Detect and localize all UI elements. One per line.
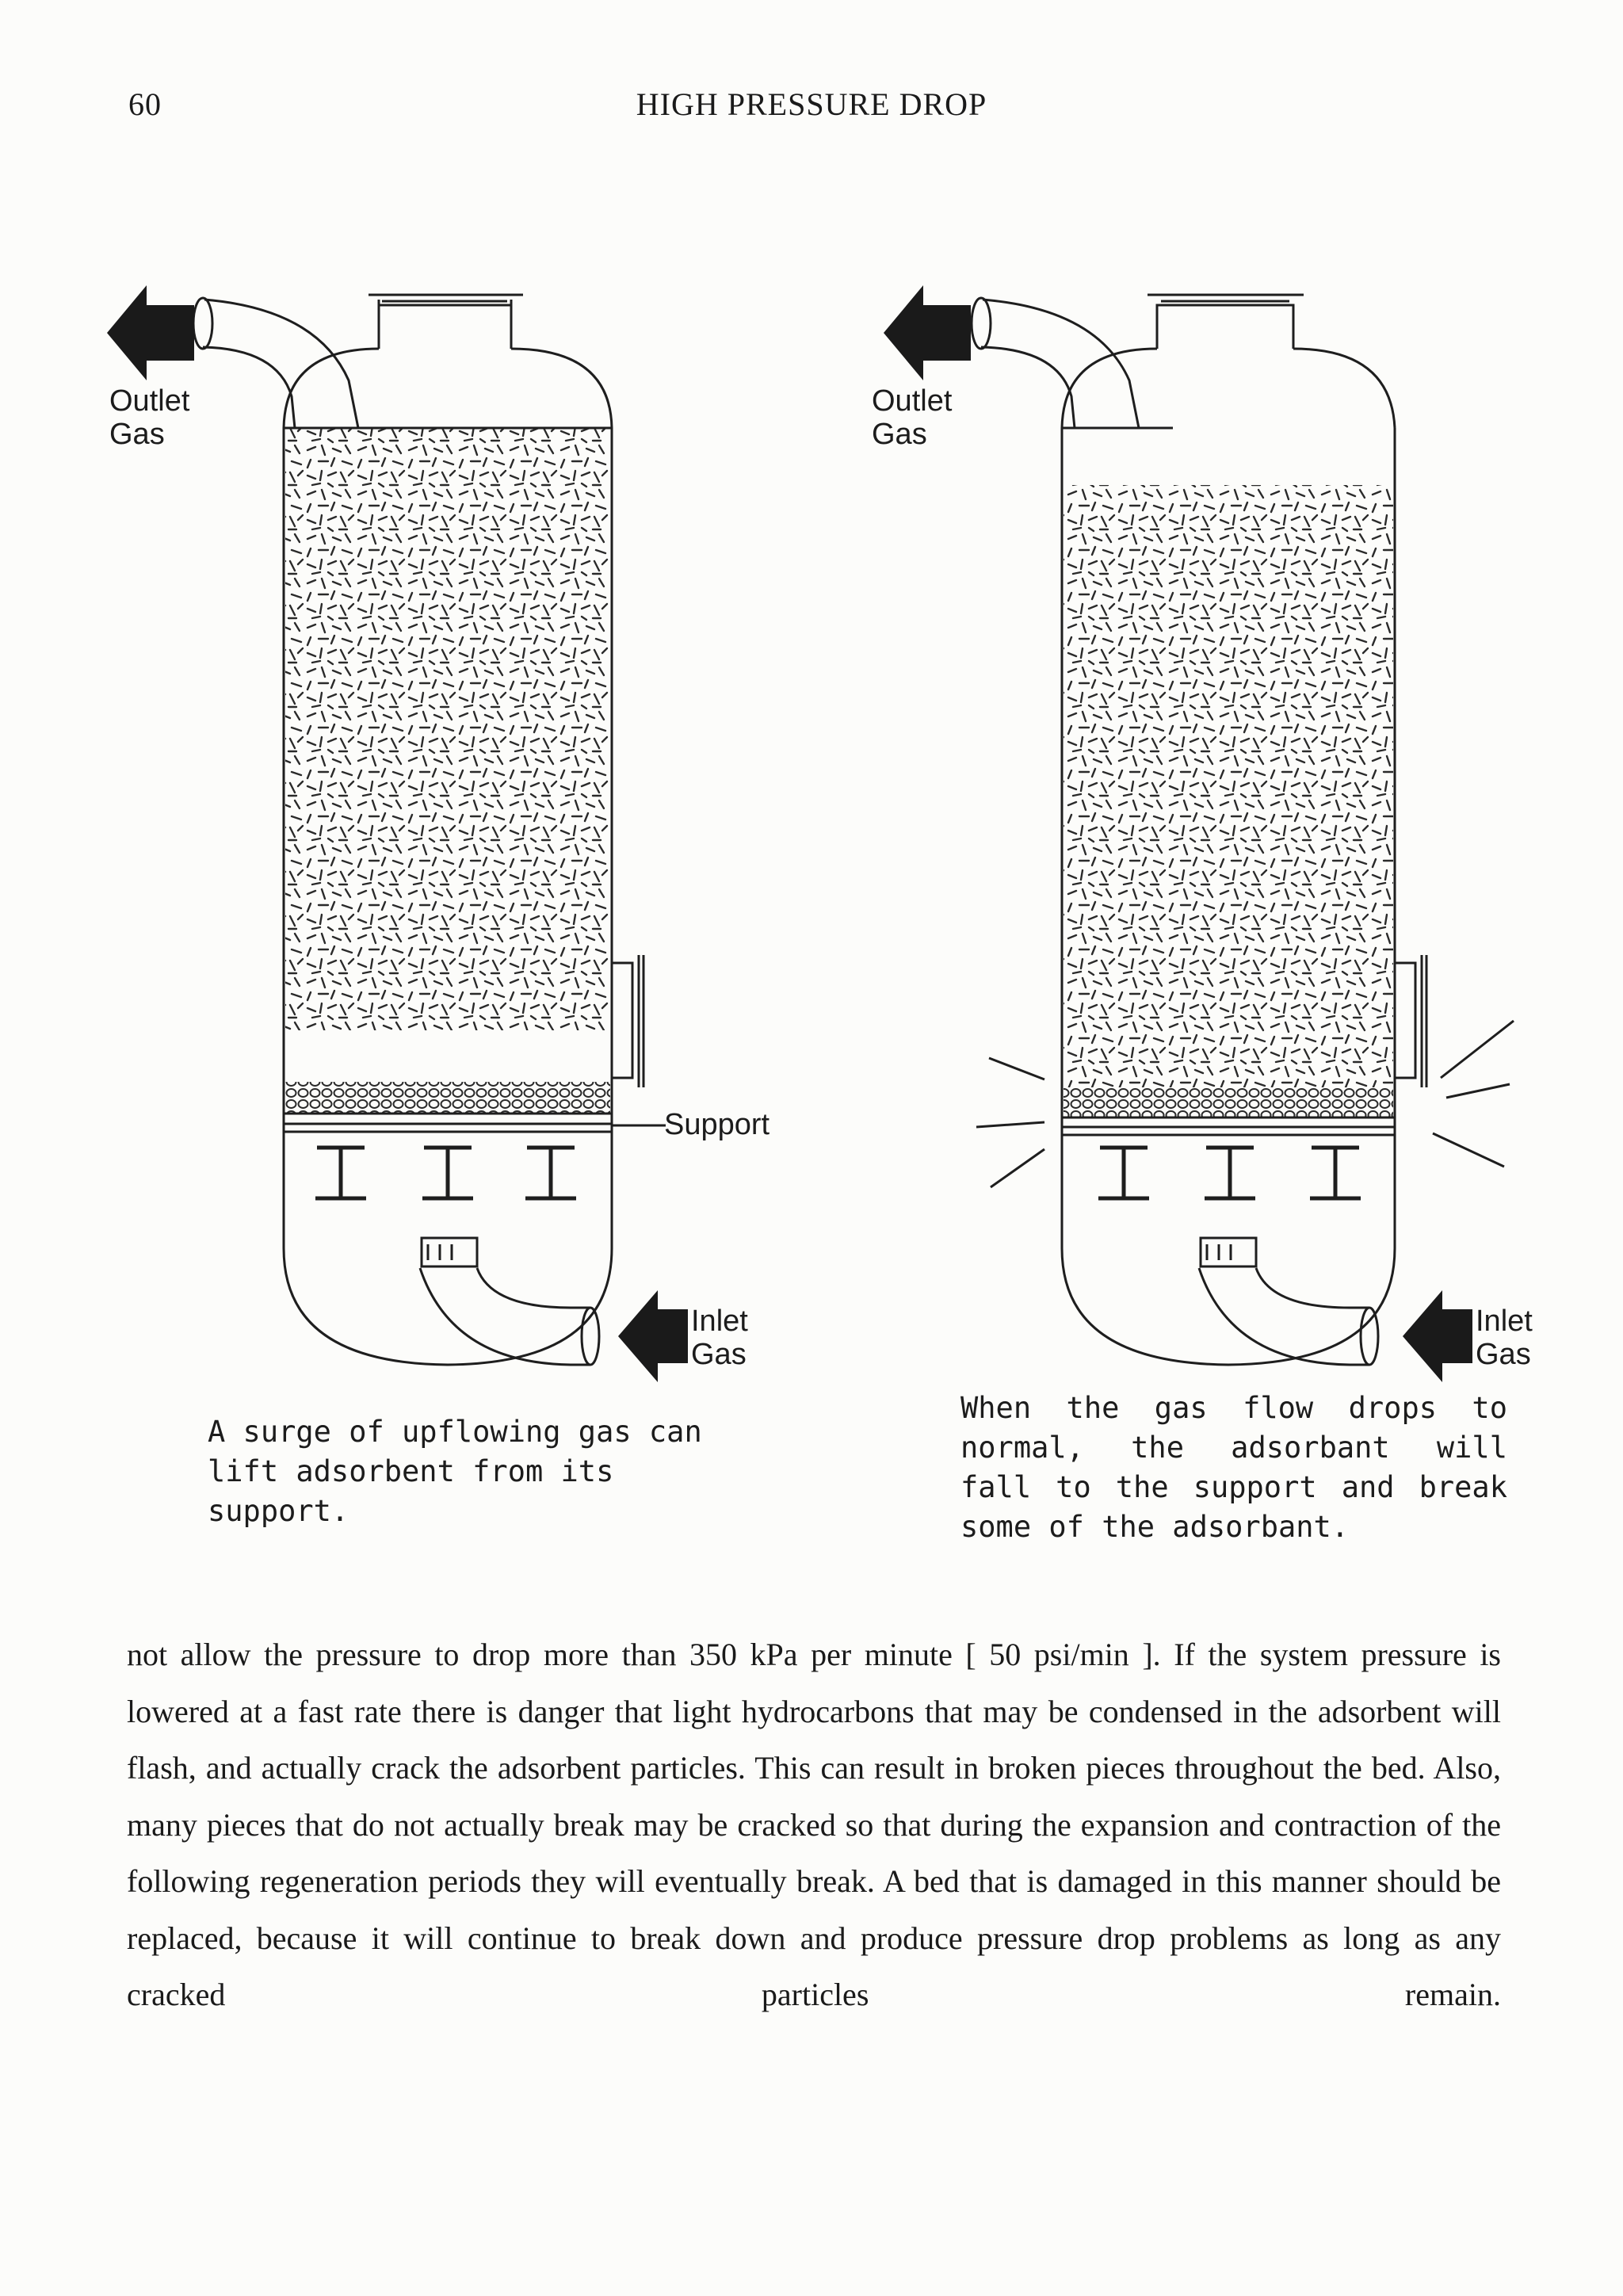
left-figure-caption: A surge of upflowing gas can lift adsorb…: [208, 1415, 702, 1528]
page-number: 60: [128, 86, 162, 122]
left-adsorbent-bed: [285, 428, 610, 1030]
left-outlet-label: Outlet Gas: [109, 384, 189, 451]
left-support-beams: [315, 1145, 576, 1201]
left-outlet-label-line1: Outlet: [109, 384, 190, 418]
running-title: HIGH PRESSURE DROP: [636, 86, 987, 122]
right-outlet-label: Outlet Gas: [872, 384, 952, 451]
body-paragraph: not allow the pressure to drop more than…: [127, 1637, 1501, 2012]
left-inlet-label: Inlet Gas: [691, 1305, 748, 1371]
right-outlet-label-line1: Outlet: [872, 384, 953, 418]
impact-lines: [976, 1019, 1514, 1189]
right-support-beams: [1098, 1145, 1361, 1201]
left-vessel: [192, 293, 645, 1366]
right-inlet-arrow: [1403, 1290, 1472, 1382]
support-label: Support: [664, 1108, 770, 1141]
left-inlet-arrow: [618, 1290, 688, 1382]
left-outlet-label-line2: Gas: [109, 418, 165, 451]
right-support-balls: [1064, 1087, 1393, 1117]
left-inlet-label-line2: Gas: [691, 1338, 747, 1371]
right-inlet-label-line1: Inlet: [1476, 1305, 1533, 1338]
right-inlet-label: Inlet Gas: [1476, 1305, 1533, 1371]
right-adsorbent-bed: [1064, 485, 1393, 1087]
left-inlet-label-line1: Inlet: [691, 1305, 748, 1338]
right-vessel: [970, 293, 1428, 1366]
left-outlet-arrow: [107, 285, 194, 380]
right-outlet-arrow: [884, 285, 971, 380]
left-support-balls: [285, 1082, 610, 1114]
right-inlet-label-line2: Gas: [1476, 1338, 1531, 1371]
right-outlet-label-line2: Gas: [872, 418, 927, 451]
right-figure-caption: When the gas flow drops to normal, the a…: [960, 1391, 1507, 1544]
